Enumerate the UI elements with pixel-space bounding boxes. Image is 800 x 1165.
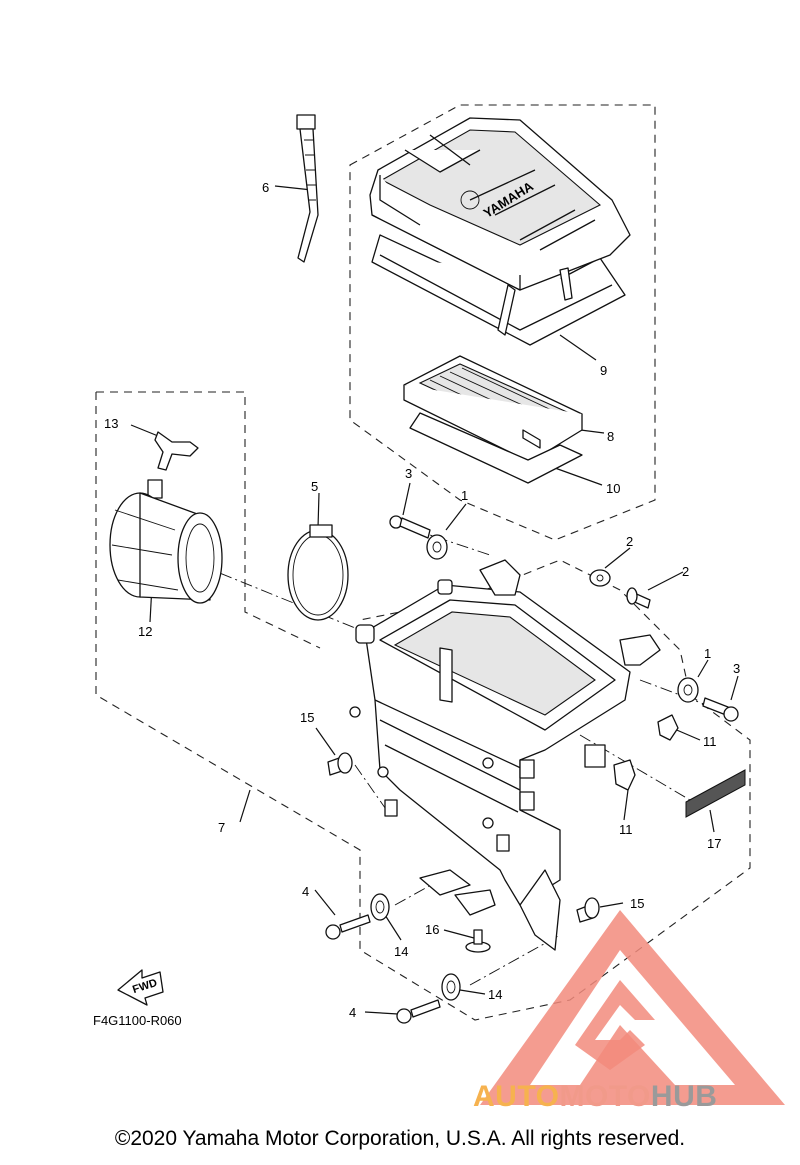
label-part-6: 6	[262, 180, 269, 195]
label-part-11-lower: 11	[619, 822, 633, 837]
collars	[589, 569, 651, 609]
lower-bolts-and-grommets	[325, 893, 461, 1024]
automotohub-triangle-icon	[480, 910, 785, 1105]
label-part-16: 16	[425, 922, 439, 937]
watermark-wordmark: AUTOMOTOHUB	[473, 1080, 717, 1114]
label-part-8: 8	[607, 429, 614, 444]
label-part-15-right: 15	[630, 896, 644, 911]
label-part-3-right: 3	[733, 661, 740, 676]
air-cleaner-case	[349, 559, 661, 951]
clips	[613, 714, 679, 791]
air-cleaner-cover: YAMAHA	[369, 117, 631, 346]
watermark-auto: AUTO	[473, 1080, 560, 1113]
breather-hose	[147, 431, 199, 499]
label-part-9: 9	[600, 363, 607, 378]
filter-seal	[409, 412, 583, 484]
drain-plug	[465, 929, 491, 953]
label-part-12: 12	[138, 624, 152, 639]
fwd-arrow-icon: FWD	[117, 969, 164, 1006]
cable-tie	[296, 114, 319, 263]
label-part-1-right: 1	[704, 646, 711, 661]
upper-bolt-and-grommet	[389, 515, 448, 560]
label-part-14-lower: 14	[488, 987, 502, 1002]
label-part-17: 17	[707, 836, 721, 851]
label-part-2-upper: 2	[626, 534, 633, 549]
label-part-7: 7	[218, 820, 225, 835]
label-part-4-lower: 4	[349, 1005, 356, 1020]
right-grommet-and-bolt	[677, 677, 739, 722]
label-part-13: 13	[104, 416, 118, 431]
label-part-1-upper: 1	[461, 488, 468, 503]
warning-label	[685, 769, 746, 818]
part-number-labels: 6 9 8 10 3 1 5 13 12 2 2 1 3 11 11 17 15…	[104, 180, 740, 1020]
label-part-5: 5	[311, 479, 318, 494]
caulking-group-outline	[96, 391, 321, 649]
drawing-code: F4G1100-R060	[93, 1013, 182, 1028]
leader-lines	[130, 185, 739, 1015]
label-part-14-upper: 14	[394, 944, 408, 959]
label-part-4-upper: 4	[302, 884, 309, 899]
copyright-notice: ©2020 Yamaha Motor Corporation, U.S.A. A…	[114, 1127, 686, 1150]
label-part-10: 10	[606, 481, 620, 496]
label-part-15-left: 15	[300, 710, 314, 725]
hose-clamp	[287, 524, 349, 621]
label-part-3-upper: 3	[405, 466, 412, 481]
watermark-hub: HUB	[650, 1080, 718, 1113]
air-cleaner-cover-assembly-outline	[349, 104, 656, 541]
label-part-11-upper: 11	[703, 734, 717, 749]
assembly-outlines	[95, 104, 751, 1021]
watermark-moto: MOTO	[559, 1080, 651, 1113]
air-filter-element	[403, 355, 583, 463]
label-part-2-lower: 2	[682, 564, 689, 579]
air-cleaner-joint	[109, 492, 223, 604]
collar-bolts	[327, 752, 600, 923]
